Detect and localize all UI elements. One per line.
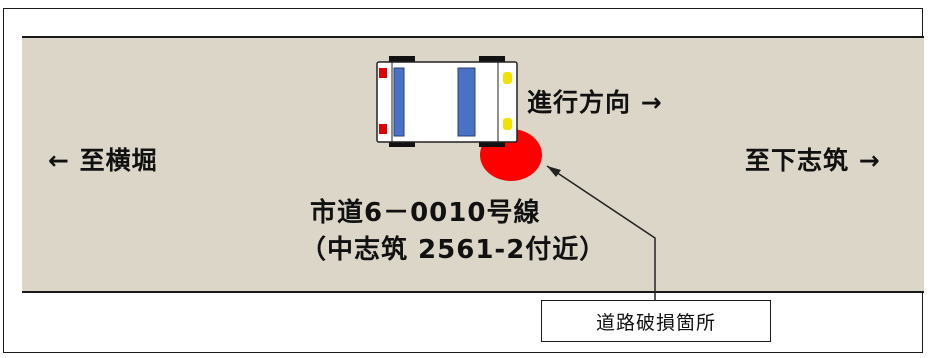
vehicle <box>376 56 518 147</box>
route-name: 市道6－0010号線 <box>310 198 541 228</box>
direction-to-yokobori: ← 至横堀 <box>48 146 158 175</box>
direction-to-shimoshizuku: 至下志筑 → <box>745 146 881 175</box>
travel-direction-label: 進行方向 → <box>527 88 663 117</box>
taillight <box>379 68 387 78</box>
damage-callout-box: 道路破損箇所 <box>541 300 771 342</box>
location-address: （中志筑 2561-2付近） <box>300 235 607 265</box>
headlight <box>503 72 512 84</box>
damage-callout-label: 道路破損箇所 <box>595 311 716 334</box>
leader-line <box>546 165 656 300</box>
